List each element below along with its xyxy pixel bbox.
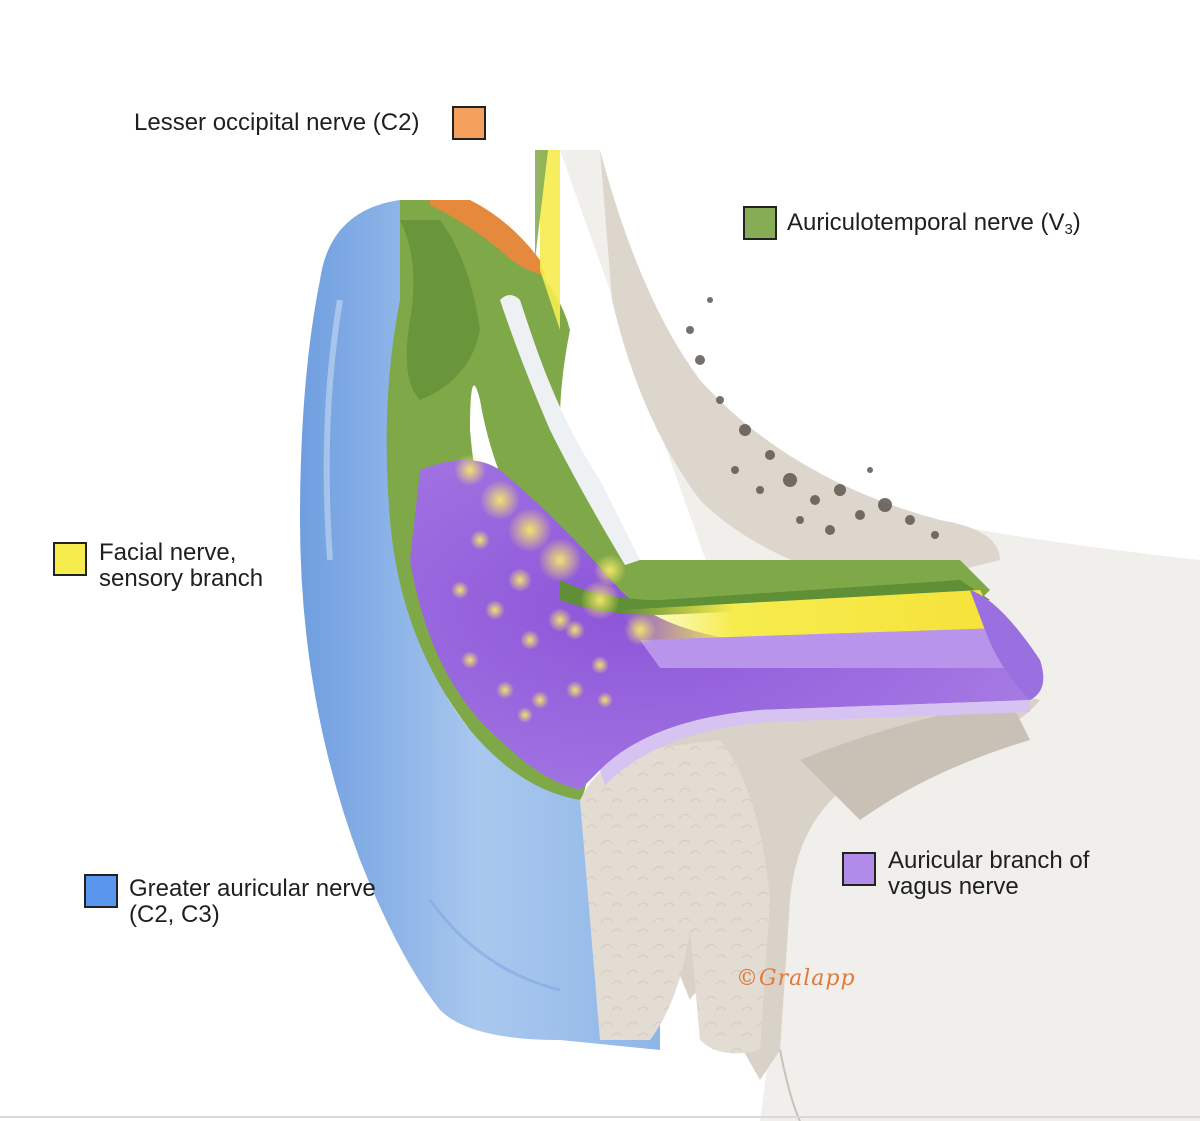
legend-greater-auricular-line1: Greater auricular nerve	[129, 875, 376, 902]
legend-facial-swatch	[53, 542, 87, 576]
bottom-divider	[0, 1116, 1200, 1118]
legend-facial-line2: sensory branch	[99, 565, 264, 592]
legend-vagus-line2: vagus nerve	[888, 873, 1019, 900]
legend-auriculotemporal-swatch	[743, 206, 777, 240]
concha-cartilage	[580, 740, 770, 1054]
temporal-bone	[600, 150, 1000, 590]
legend-auriculotemporal: Auriculotemporal nerve (V3)	[787, 210, 1081, 243]
legend-lesser-occipital: Lesser occipital nerve (C2)	[134, 110, 419, 136]
legend-auriculotemporal-subscript: 3	[1064, 221, 1073, 238]
legend-facial-line1: Facial nerve,	[99, 539, 237, 566]
legend-lesser-occipital-label: Lesser occipital nerve (C2)	[134, 109, 420, 136]
legend-auriculotemporal-label-end: )	[1072, 209, 1081, 236]
legend-facial: Facial nerve, sensory branch	[99, 540, 263, 592]
legend-greater-auricular: Greater auricular nerve (C2, C3)	[129, 876, 376, 928]
legend-vagus-swatch	[842, 852, 876, 886]
legend-greater-auricular-swatch	[84, 874, 118, 908]
artist-signature: ©Gralapp	[736, 966, 856, 991]
legend-lesser-occipital-swatch	[452, 106, 486, 140]
legend-vagus-line1: Auricular branch of	[888, 847, 1090, 874]
legend-greater-auricular-line2: (C2, C3)	[129, 901, 220, 928]
lesser-occipital-region	[430, 200, 545, 275]
facial-nerve-speckles	[451, 454, 656, 723]
auriculotemporal-region	[386, 200, 991, 800]
legend-auriculotemporal-label: Auriculotemporal nerve (V	[787, 209, 1065, 236]
legend-vagus: Auricular branch of vagus nerve	[888, 848, 1089, 900]
